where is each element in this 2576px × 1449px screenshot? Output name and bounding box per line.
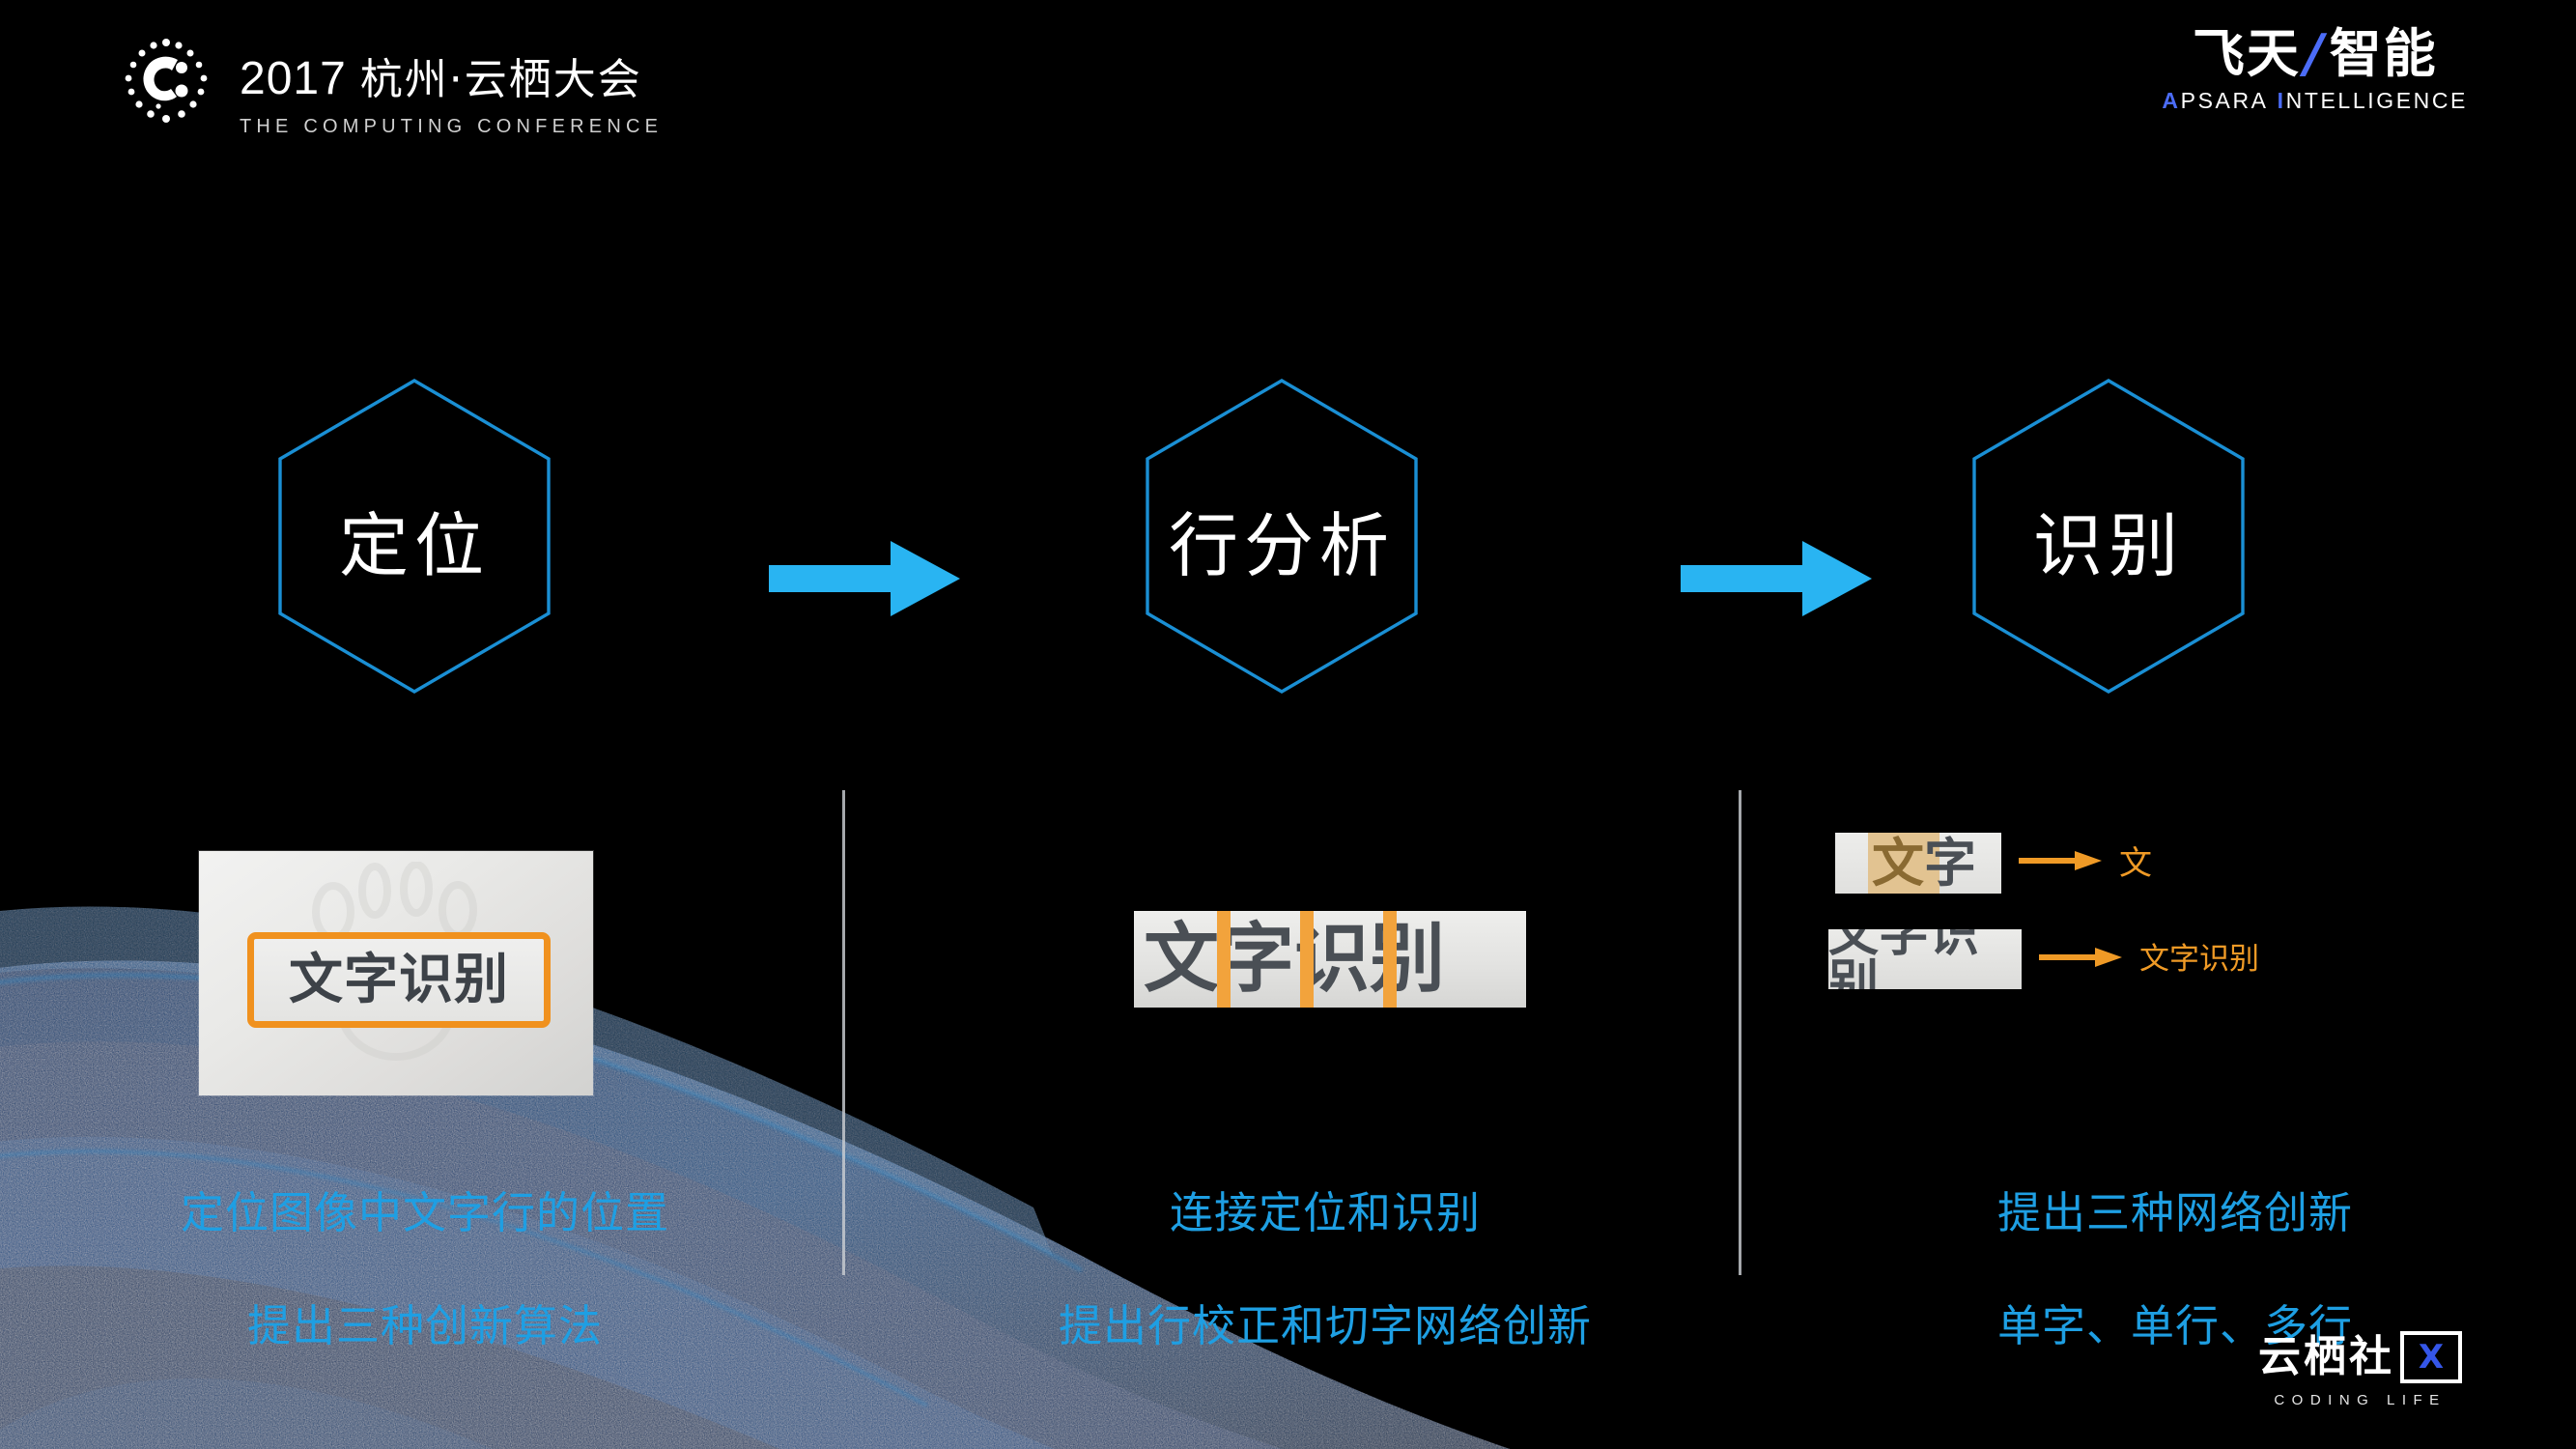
segmented-text-line: 文 字 识 别 bbox=[1134, 911, 1445, 1008]
apsara-brand-cn-part1: 飞天 bbox=[2192, 23, 2301, 84]
caption-localization-line1: 定位图像中文字行的位置 bbox=[180, 1186, 669, 1238]
recognition-char-crop: 文 字 bbox=[1835, 833, 2001, 894]
segment-char-0: 文 bbox=[1144, 916, 1220, 1003]
recognition-output-single-line: 文字识别 bbox=[2139, 941, 2259, 977]
conference-title: 2017 杭州·云栖大会 bbox=[240, 44, 663, 106]
apsara-intelligence-logo-group: 飞天/智能 APSARA INTELLIGENCE bbox=[2162, 26, 2468, 114]
pipeline-arrow-2-icon bbox=[1681, 541, 1872, 621]
recognition-arrow-1-icon bbox=[2019, 848, 2102, 878]
computing-conference-dot-c-logo-icon bbox=[116, 31, 216, 131]
caption-line-analysis-line2: 提出行校正和切字网络创新 bbox=[1058, 1299, 1592, 1351]
recognition-arrow-2-icon bbox=[2039, 945, 2122, 975]
localization-detected-text: 文字识别 bbox=[289, 948, 509, 1011]
pipeline-stage-line-analysis[interactable]: 行分析 bbox=[1144, 377, 1420, 696]
caption-line-analysis-line1: 连接定位和识别 bbox=[1169, 1186, 1481, 1238]
apsara-brand-cn: 飞天/智能 bbox=[2162, 26, 2468, 82]
yunqi-brand-en: CODING LIFE bbox=[2274, 1392, 2447, 1408]
apsara-brand-cn-part2: 智能 bbox=[2329, 23, 2438, 84]
segment-char-1: 字 bbox=[1219, 916, 1295, 1003]
recognition-char-highlight bbox=[1868, 833, 1939, 894]
yunqi-community-logo-group: 云栖社 X CODING LIFE bbox=[2258, 1331, 2462, 1408]
localization-illustration: 文字识别 bbox=[199, 851, 593, 1095]
apsara-brand-slash: / bbox=[2304, 23, 2326, 84]
column-divider-1 bbox=[842, 790, 845, 1275]
caption-recognition-line1: 提出三种网络创新 bbox=[1996, 1186, 2353, 1238]
pipeline-arrow-1-icon bbox=[769, 541, 960, 621]
segment-separator-2 bbox=[1300, 911, 1314, 1008]
conference-city: 杭州·云栖大会 bbox=[359, 55, 642, 104]
conference-logo-group: 2017 杭州·云栖大会 THE COMPUTING CONFERENCE bbox=[116, 31, 663, 138]
caption-line-analysis: 连接定位和识别 提出行校正和切字网络创新 bbox=[910, 1128, 1741, 1411]
localization-detection-box: 文字识别 bbox=[247, 932, 551, 1028]
pipeline-stage-line-analysis-label: 行分析 bbox=[1168, 504, 1395, 586]
recognition-line-crop: 文字识别 bbox=[1828, 929, 2022, 989]
segment-separator-3 bbox=[1383, 911, 1397, 1008]
conference-year: 2017 bbox=[240, 53, 347, 104]
pipeline-stage-recognition-label: 识别 bbox=[2032, 504, 2184, 586]
conference-subtitle: THE COMPUTING CONFERENCE bbox=[240, 116, 664, 137]
apsara-accent-i: I bbox=[2277, 87, 2286, 113]
yunqi-brand-cn: 云栖社 X bbox=[2258, 1331, 2462, 1383]
segment-char-3: 别 bbox=[1370, 916, 1446, 1003]
recognition-row-single-char: 文 字 文 bbox=[1835, 833, 2152, 894]
recognition-row-single-line: 文字识别 文字识别 bbox=[1828, 929, 2259, 989]
conference-title-block: 2017 杭州·云栖大会 THE COMPUTING CONFERENCE bbox=[240, 31, 663, 138]
pipeline-stage-localization-label: 定位 bbox=[338, 504, 490, 586]
column-divider-2 bbox=[1739, 790, 1741, 1275]
line-analysis-illustration: 文 字 识 别 bbox=[1134, 911, 1526, 1008]
caption-recognition: 提出三种网络创新 单字、单行、多行 bbox=[1789, 1128, 2562, 1411]
recognition-line-crop-text: 文字识别 bbox=[1828, 929, 1980, 989]
pipeline-stage-localization[interactable]: 定位 bbox=[276, 377, 552, 696]
pipeline-stage-recognition[interactable]: 识别 bbox=[1970, 377, 2247, 696]
recognition-output-single-char: 文 bbox=[2119, 843, 2152, 883]
yunqi-brand-box-glyph: X bbox=[2418, 1338, 2445, 1377]
caption-recognition-line2: 单字、单行、多行 bbox=[1996, 1299, 2353, 1351]
apsara-word-psara: PSARA bbox=[2180, 87, 2269, 113]
apsara-accent-a: A bbox=[2162, 87, 2181, 113]
apsara-brand-en: APSARA INTELLIGENCE bbox=[2162, 88, 2468, 114]
yunqi-brand-cn-text: 云栖社 bbox=[2258, 1332, 2394, 1381]
caption-localization: 定位图像中文字行的位置 提出三种创新算法 bbox=[10, 1128, 840, 1411]
yunqi-brand-box-icon: X bbox=[2400, 1331, 2462, 1383]
segment-separator-1 bbox=[1217, 911, 1231, 1008]
recognition-char-highlighted-glyph: 文 bbox=[1872, 833, 1924, 894]
recognition-char-rest-glyph: 字 bbox=[1924, 833, 1976, 894]
apsara-word-ntelligence: NTELLIGENCE bbox=[2285, 87, 2468, 113]
caption-localization-line2: 提出三种创新算法 bbox=[246, 1299, 603, 1351]
